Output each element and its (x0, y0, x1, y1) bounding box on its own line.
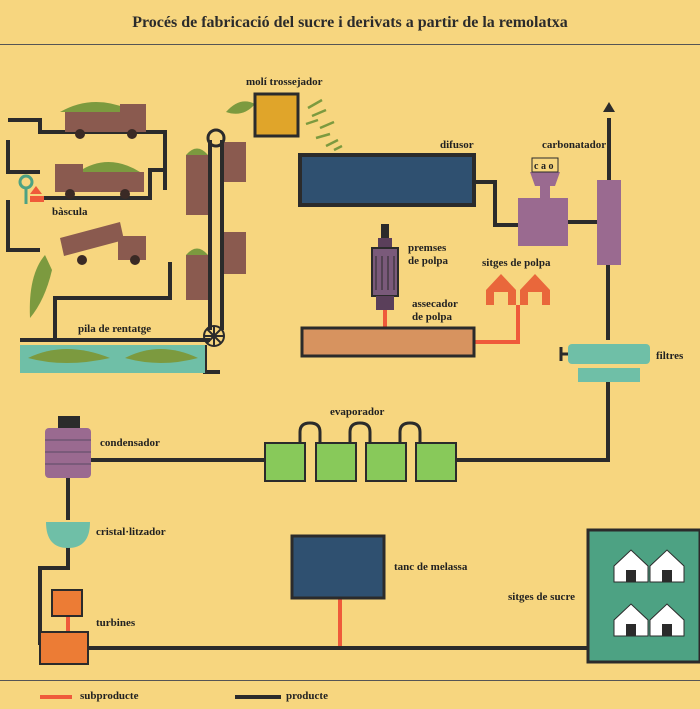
truck-middle-body (80, 172, 144, 192)
label-diffuser: difusor (440, 139, 474, 151)
truck-top-wheel-2 (127, 129, 137, 139)
truck-dump (29, 222, 146, 318)
legend-byproduct-swatch (40, 695, 72, 699)
diffuser-to-carbonator (474, 180, 520, 227)
evaporator-unit-4 (415, 442, 457, 482)
legend-byproduct-label: subproducte (80, 690, 139, 702)
molasses-tank (290, 534, 386, 600)
legend-product-label: producte (286, 690, 328, 702)
label-pulp-dryer: assecador de polpa (412, 298, 458, 323)
carbonation-column (597, 102, 621, 265)
crystallizer-to-turbines (38, 545, 70, 645)
truck-lane-bottom (6, 200, 40, 252)
label-filters: filtres (656, 350, 684, 362)
label-cao: c a o (534, 161, 554, 172)
label-sugar-silos: sitges de sucre (508, 591, 576, 603)
filters (559, 344, 650, 382)
label-carbonator: carbonatador (542, 139, 607, 151)
scale-icon (18, 174, 44, 204)
bottom-divider (0, 680, 700, 681)
cossettes (305, 98, 343, 152)
byproduct-lines (66, 305, 520, 646)
washing-pool (20, 345, 205, 373)
label-evaporator: evaporador (330, 406, 385, 418)
label-turbines: turbines (96, 617, 136, 629)
title-divider (0, 44, 700, 45)
elevator-top-pulley (206, 128, 226, 148)
label-scale: bàscula (52, 206, 88, 218)
truck-dump-bed (60, 222, 124, 256)
dryer-to-pulp-silos (474, 305, 520, 344)
truck-top-wheel-1 (75, 129, 85, 139)
label-pulp-silos: sitges de polpa (482, 257, 551, 269)
elevator-buckets (186, 142, 246, 300)
label-condenser: condensador (100, 437, 160, 449)
truck-dump-wheel-2 (130, 255, 140, 265)
crystallizer (46, 522, 90, 548)
sugar-silos (586, 528, 700, 664)
truck-top (60, 102, 146, 139)
paddle-wheel-icon (203, 325, 225, 347)
product-lines (6, 118, 610, 650)
pulp-press (371, 224, 399, 310)
falling-beet (29, 255, 52, 318)
turbines (39, 589, 89, 665)
mill (226, 92, 300, 138)
truck-middle (55, 162, 144, 199)
washing-drain (203, 345, 220, 374)
page-title: Procés de fabricació del sucre i derivat… (132, 14, 568, 31)
beet-load-top (60, 102, 135, 112)
pulp-silos (486, 274, 550, 305)
beet-path (53, 262, 172, 340)
truck-middle-cab (55, 164, 83, 192)
truck-middle-wheel-1 (65, 189, 75, 199)
beet-load-middle (78, 162, 140, 172)
label-molasses-tank: tanc de melassa (394, 561, 468, 573)
truck-middle-wheel-2 (120, 189, 130, 199)
truck-top-body (65, 112, 121, 132)
label-washing-pool: pila de rentatge (78, 323, 152, 335)
truck-lane-top (8, 118, 167, 190)
label-pulp-presses: premses de polpa (408, 242, 449, 267)
evaporator-units (264, 421, 457, 482)
condenser (45, 416, 91, 478)
carbonator (518, 157, 568, 246)
filters-to-evaporator (452, 382, 610, 462)
label-mill: molí trossejador (246, 76, 323, 88)
truck-lane-middle (6, 140, 40, 174)
evaporator-unit-1 (264, 442, 306, 482)
pulp-dryer (300, 326, 476, 358)
truck-lane-scale (40, 168, 165, 200)
legend-product-swatch (235, 695, 281, 699)
truck-dump-wheel-1 (77, 255, 87, 265)
truck-top-cab (120, 104, 146, 132)
evaporator-unit-2 (315, 442, 357, 482)
diffuser-tank (298, 153, 476, 207)
evaporator-unit-3 (365, 442, 407, 482)
label-crystallizer: cristal·litzador (96, 526, 166, 538)
